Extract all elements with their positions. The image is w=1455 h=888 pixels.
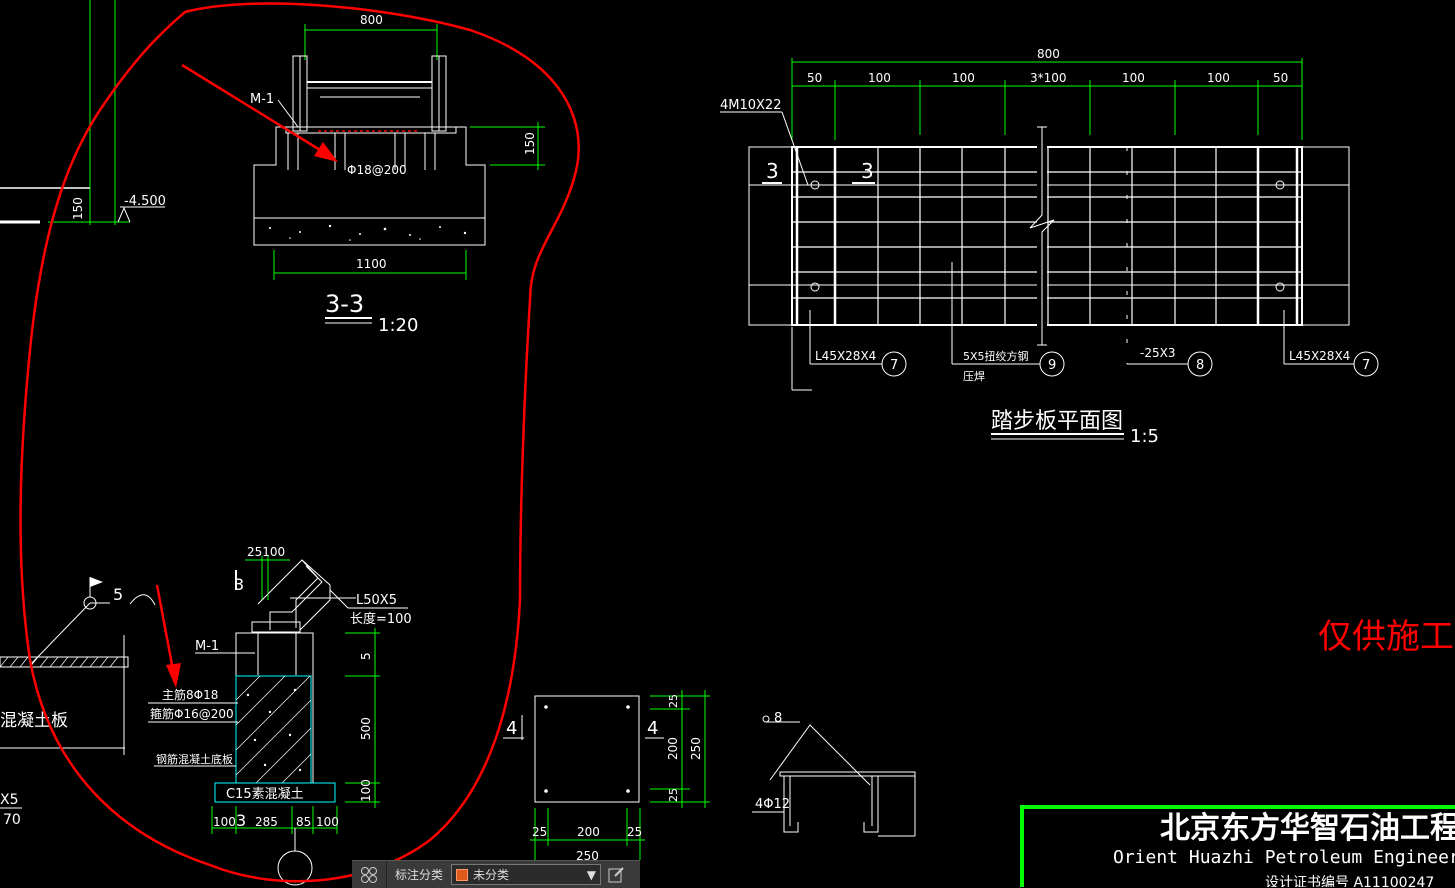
plan-callout-3-text: L45X28X4 [1289, 349, 1350, 363]
col-main-bar: 主筋8Φ18 [162, 687, 218, 702]
plan-callout-2-text: -25X3 [1140, 346, 1175, 360]
left-x5-text: X5 [0, 792, 19, 808]
red-markup-annotation [19, 2, 580, 883]
title-block-cert: 设计证书编号 A11100247 [1265, 875, 1434, 887]
sec33-dim-side: 150 [523, 132, 537, 155]
plan-scale: 1:5 [1130, 426, 1159, 447]
plan-bolt-label: 4M10X22 [720, 98, 781, 113]
plate-mark-right: 4 [647, 718, 658, 739]
col-stirrup: 箍筋Φ16@200 [150, 706, 234, 721]
tread-plan-drawing[interactable]: 800 50 100 100 3*100 100 100 50 4M10X22 [720, 47, 1379, 447]
hook-rebar-label: 4Φ12 [755, 797, 790, 812]
left-edge-fragments: 150 -4.500 混凝土板 X5 70 [0, 0, 166, 828]
left-slab-text: 混凝土板 [0, 711, 68, 731]
category-select[interactable]: 未分类 ▼ [451, 864, 602, 885]
plate-dim-bottom-2: 25 [627, 825, 642, 839]
watermark-text: 仅供施工打 [1318, 618, 1455, 656]
plan-dim-2: 100 [952, 71, 975, 85]
plan-dim-0: 50 [807, 71, 822, 85]
col-dim-right-2: 100 [359, 779, 373, 802]
plan-callout-2-num: 8 [1196, 358, 1204, 373]
plate-dim-bottom-1: 200 [577, 825, 600, 839]
col-l50-label: L50X5 [356, 593, 397, 608]
col-dim-bottom-2: 85 [296, 815, 311, 829]
category-toolbar: 标注分类 未分类 ▼ [352, 860, 640, 888]
plan-title: 踏步板平面图 [991, 409, 1123, 434]
left-elevation: -4.500 [124, 194, 166, 209]
plate-detail-drawing[interactable]: 4 4 25 200 250 25 25 200 25 250 [503, 690, 710, 863]
plan-dim-4: 100 [1122, 71, 1145, 85]
col-dim-bottom-3: 100 [316, 815, 339, 829]
plan-dim-1: 100 [868, 71, 891, 85]
category-label: 标注分类 [395, 868, 444, 882]
col-c15-text: C15素混凝土 [226, 786, 304, 802]
plate-dim-right-3: 25 [667, 788, 680, 802]
left-70-text: 70 [3, 812, 21, 828]
col-dim-right-0: 5 [359, 652, 373, 660]
section-3-3-drawing[interactable]: 800 M-1 Φ18@200 150 [250, 13, 545, 336]
title-block-company: 北京东方华智石油工程 [1160, 811, 1455, 846]
col-slab-text: 钢筋混凝土底板 [156, 752, 233, 766]
plate-mark-left: 4 [506, 718, 517, 739]
group-icon[interactable] [352, 861, 387, 888]
category-selected-value: 未分类 [473, 868, 510, 882]
plan-section-mark-left: 3 [766, 159, 779, 183]
plan-callout-1-text: 5X5扭绞方钢 [963, 349, 1029, 363]
sec33-dim-bottom: 1100 [356, 257, 387, 271]
plate-dim-total: 250 [576, 849, 599, 863]
col-dim-bottom-0: 100 [213, 815, 236, 829]
edit-icon[interactable] [601, 861, 631, 888]
category-color-swatch [456, 868, 469, 881]
plan-dim-total: 800 [1037, 47, 1060, 61]
plate-dim-right-2: 250 [689, 737, 703, 760]
col-dim-bottom-1: 285 [255, 815, 278, 829]
col-length-label: 长度=100 [350, 611, 412, 627]
col-m1-label: M-1 [195, 639, 219, 654]
sec33-title: 3-3 [325, 290, 364, 318]
plan-callout-1-num: 9 [1048, 358, 1056, 373]
chevron-down-icon: ▼ [586, 867, 597, 882]
left-dim-150: 150 [71, 197, 85, 220]
title-block-company-en: Orient Huazhi Petroleum Engineer [1113, 847, 1455, 868]
title-block: 北京东方华智石油工程 Orient Huazhi Petroleum Engin… [1020, 805, 1455, 887]
plan-dim-6: 50 [1273, 71, 1288, 85]
hook-label-8: 8 [774, 711, 782, 726]
hook-detail-drawing[interactable]: 8 4Φ12 [752, 711, 916, 837]
plan-callout-0-text: L45X28X4 [815, 349, 876, 363]
plan-section-mark-right: 3 [861, 159, 874, 183]
sec33-m1-label: M-1 [250, 92, 274, 107]
sec33-scale: 1:20 [378, 315, 418, 336]
plan-callout-3-num: 7 [1362, 358, 1370, 373]
col-dim-top: 25100 [247, 545, 285, 559]
col-mark-bottom: 3 [236, 811, 246, 830]
plan-dim-5: 100 [1207, 71, 1230, 85]
plan-callout-1-sub: 压焊 [963, 369, 985, 383]
plate-dim-right-0: 25 [667, 694, 680, 708]
col-mark-top: 3 [234, 575, 244, 594]
plate-dim-bottom-0: 25 [532, 825, 547, 839]
col-label-5: 5 [113, 585, 123, 604]
sec33-rebar: Φ18@200 [347, 163, 407, 177]
sec33-dim-top: 800 [360, 13, 383, 27]
plan-dim-3: 3*100 [1030, 71, 1067, 85]
column-section-drawing[interactable]: 25100 3 L50X5 长度=100 M-1 主筋8Φ18 箍筋 [29, 545, 412, 886]
plan-callout-0-num: 7 [890, 358, 898, 373]
col-dim-right-1: 500 [359, 717, 373, 740]
plate-dim-right-1: 200 [666, 737, 680, 760]
